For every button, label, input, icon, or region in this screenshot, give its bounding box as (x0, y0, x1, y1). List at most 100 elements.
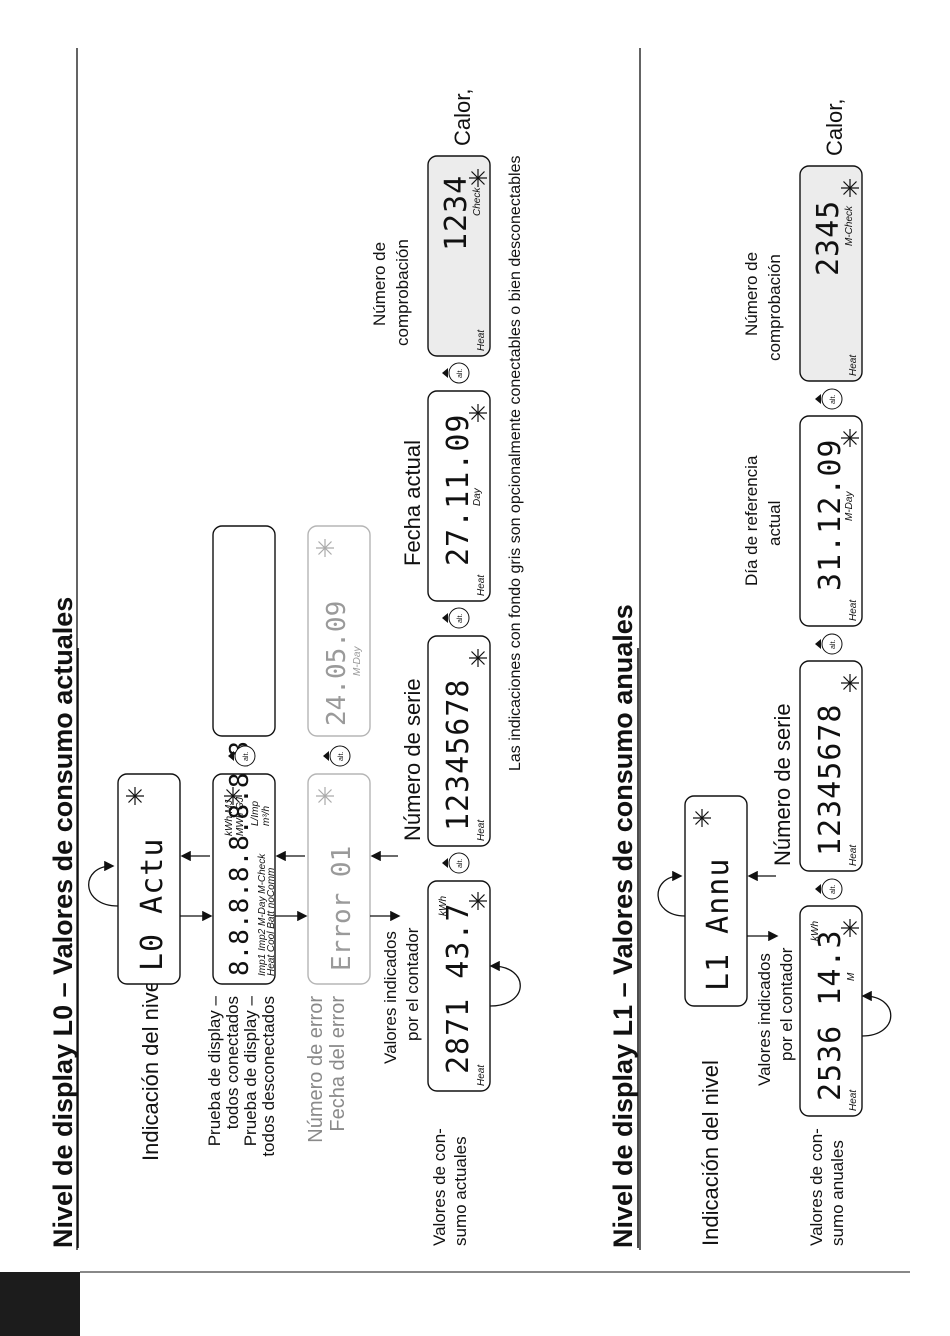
l0-error-date-unit: M-Day (352, 646, 363, 676)
alt-label: alt. (457, 614, 464, 623)
l0-level-display: L0 Actu (135, 838, 170, 971)
alt-label: alt. (243, 752, 250, 761)
l0-error-alt-button[interactable] (322, 745, 351, 767)
l0-error-date-star-icon (315, 538, 335, 558)
l0-error-display: Error 01 (327, 846, 357, 971)
l0-meter-values-1: Valores indicados (381, 931, 400, 1064)
alt-label: alt. (338, 752, 345, 761)
l1-check-label-2: comprobación (765, 254, 784, 361)
l1-check-heat: Heat (848, 354, 859, 376)
l1-refday-lcd (799, 415, 863, 627)
l0-level-star-icon (125, 786, 145, 806)
l0-check-display: 1234 (439, 175, 474, 251)
l1-check-lcd (799, 165, 863, 382)
alt-label: alt. (457, 859, 464, 868)
l1-level-label: Indicación del nivel (698, 1060, 723, 1246)
l0-empty-lcd (212, 525, 276, 737)
page-tab (0, 1272, 80, 1336)
l0-calor: Calor, (450, 89, 475, 146)
l0-error-number-label: Número de error (305, 996, 327, 1143)
l0-date-heat: Heat (476, 574, 487, 596)
l0-test-flags-2: Heat Cool Batt noComm (266, 868, 277, 976)
l0-check-label-1: Número de (370, 242, 389, 326)
l0-serial-alt-button[interactable] (441, 607, 470, 629)
l1-refday-star-icon (840, 428, 860, 448)
l0-test-disc-1: Prueba de display – (241, 995, 260, 1146)
l0-current-display: 2871 43.7 (441, 902, 476, 1074)
l0-test-disc-2: todos desconectados (259, 996, 278, 1157)
l0-test-conn-2: todos conectados (223, 996, 242, 1129)
l1-check-star-icon (840, 178, 860, 198)
l0-test-units-2: MWh GJ (235, 796, 246, 836)
l1-serial-label: Número de serie (770, 703, 795, 866)
l1-annual-heat: Heat (848, 1089, 859, 1111)
l0-serial-star-icon (468, 648, 488, 668)
l0-current-lcd (427, 880, 491, 1092)
l0-test-conn-1: Prueba de display – (205, 995, 224, 1146)
l1-check-unit: M-Check (844, 205, 855, 246)
l1-refday-display: 31.12.09 (813, 439, 848, 592)
l0-date-lcd (427, 390, 491, 602)
l1-annual-unit: kWh (810, 921, 821, 941)
alt-label: alt. (457, 369, 464, 378)
l1-level-star-icon (692, 808, 712, 828)
l0-date-alt-button[interactable] (441, 362, 470, 384)
l0-current-alt-button[interactable] (441, 852, 470, 874)
l1-refday-alt-button[interactable] (814, 388, 843, 410)
l0-test-display: 8.8.8.8.8.8.8.8 (225, 741, 255, 976)
l1-refday-heat: Heat (848, 599, 859, 621)
l1-annual-values-1: Valores de con- (807, 1128, 826, 1246)
l0-current-star-icon (468, 891, 488, 911)
l1-annual-display: 2536 14.3 (813, 929, 848, 1101)
l0-error-lcd (307, 773, 371, 985)
l0-level-label: Indicación del nivel (138, 975, 163, 1161)
l1-refday-label-1: Día de referencia (742, 455, 761, 586)
l1-serial-heat: Heat (848, 844, 859, 866)
l0-current-loop-arrow-icon (489, 960, 521, 1007)
l1-annual-alt-button[interactable] (814, 878, 843, 900)
l0-test-units-3: L/Imp (250, 801, 261, 826)
l1-serial-display: 12345678 (813, 704, 848, 857)
l0-test-flags-1: Imp1 Imp2 M-Day M-Check (257, 853, 268, 976)
l1-serial-lcd (799, 660, 863, 872)
l1-level-lcd (684, 795, 748, 1007)
l0-date-display: 27.11.09 (441, 414, 476, 567)
l1-meter-values-1: Valores indicados (755, 953, 774, 1086)
l0-current-values-1: Valores de con- (430, 1128, 449, 1246)
l0-error-date-label: Fecha del error (327, 996, 349, 1132)
l1-serial-star-icon (840, 673, 860, 693)
l0-error-date-lcd (307, 525, 371, 737)
l0-date-unit: Day (472, 487, 483, 506)
alt-label: alt. (830, 885, 837, 894)
l1-annual-star-icon (840, 918, 860, 938)
l0-gray-note: Las indicaciones con fondo gris son opci… (507, 155, 524, 771)
l0-meter-values-2: por el contador (403, 927, 422, 1041)
l0-serial-label: Número de serie (400, 678, 425, 841)
l0-serial-display: 12345678 (441, 679, 476, 832)
l1-annual-loop-arrow-icon (861, 990, 892, 1037)
l0-loop-arrow-icon (88, 860, 119, 907)
l0-check-unit: Check (472, 187, 483, 216)
alt-label: alt. (830, 395, 837, 404)
section-l1-title: Nivel de display L1 – Valores de consumo… (608, 604, 638, 1248)
l0-test-units-1: kWh MJ (224, 799, 235, 836)
l1-refday-unit: M-Day (844, 491, 855, 521)
l1-serial-alt-button[interactable] (814, 633, 843, 655)
l0-check-lcd (427, 155, 491, 357)
l0-check-star-icon (468, 168, 488, 188)
l1-meter-values-2: por el contador (777, 947, 796, 1061)
l0-test-star-icon (223, 786, 243, 806)
l0-current-values-2: sumo actuales (451, 1136, 470, 1246)
l0-serial-lcd (427, 635, 491, 847)
l1-check-display: 2345 (811, 200, 846, 276)
l1-annual-sub: M (846, 972, 857, 981)
l1-annual-lcd (799, 905, 863, 1117)
l0-error-star-icon (315, 786, 335, 806)
l0-error-date-display: 24.05.09 (322, 601, 352, 726)
l0-serial-heat: Heat (476, 819, 487, 841)
l0-current-heat: Heat (476, 1064, 487, 1086)
l0-date-label: Fecha actual (400, 440, 425, 566)
l1-check-label-1: Número de (742, 252, 761, 336)
l0-date-star-icon (468, 403, 488, 423)
